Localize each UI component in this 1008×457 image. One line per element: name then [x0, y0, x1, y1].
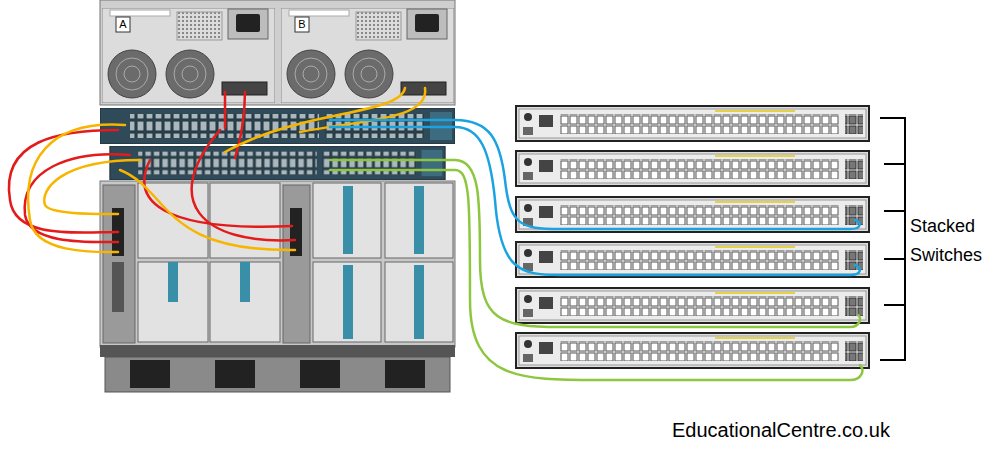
bracket-tick	[884, 164, 905, 305]
network-switch	[516, 242, 869, 277]
chassis-rail	[100, 345, 455, 357]
power-socket	[215, 360, 255, 388]
blade-handle	[168, 262, 178, 302]
network-switch	[516, 333, 869, 368]
red-cable	[224, 92, 227, 128]
blade-handle	[343, 265, 353, 339]
io-module	[283, 185, 310, 343]
io-ports	[112, 262, 124, 312]
watermark: EducationalCentre.co.uk	[672, 418, 1002, 442]
storage-controller	[102, 8, 275, 103]
orange-cable	[120, 170, 295, 250]
controller-letter: B	[295, 17, 309, 32]
red-cable	[192, 130, 295, 240]
bracket-line	[880, 118, 905, 360]
red-cable	[144, 160, 292, 227]
network-switch	[516, 106, 869, 141]
stack-bracket	[880, 118, 905, 360]
blade	[385, 183, 453, 258]
fabric-interconnect	[110, 146, 445, 180]
green-cable	[330, 160, 860, 327]
red-cable	[235, 92, 245, 158]
blade-handle	[240, 262, 250, 302]
blade-handle	[343, 186, 353, 254]
blade	[313, 183, 381, 258]
orange-cable	[28, 125, 125, 252]
blade-chassis	[100, 181, 455, 347]
green-cable	[330, 170, 862, 380]
group-label: Stacked Switches	[910, 212, 1005, 270]
storage-controller	[281, 8, 454, 103]
blue-cable	[330, 127, 860, 275]
orange-cable	[44, 160, 140, 214]
storage-enclosure	[100, 0, 455, 105]
blade	[210, 262, 280, 342]
power-socket	[130, 360, 170, 388]
network-switch	[516, 197, 869, 232]
blue-cable	[330, 120, 860, 229]
blade	[138, 262, 208, 342]
network-switch	[516, 151, 869, 186]
power-socket	[385, 360, 425, 388]
network-switch	[516, 288, 869, 323]
blade	[313, 262, 381, 342]
blade-handle	[414, 265, 424, 339]
blade-handle	[414, 186, 424, 254]
io-module	[103, 185, 135, 343]
cables	[9, 88, 862, 380]
power-supply-bay	[105, 357, 450, 392]
orange-cable	[300, 88, 425, 132]
controller-letter: A	[116, 17, 130, 32]
power-socket	[300, 360, 340, 388]
blade	[385, 262, 453, 342]
